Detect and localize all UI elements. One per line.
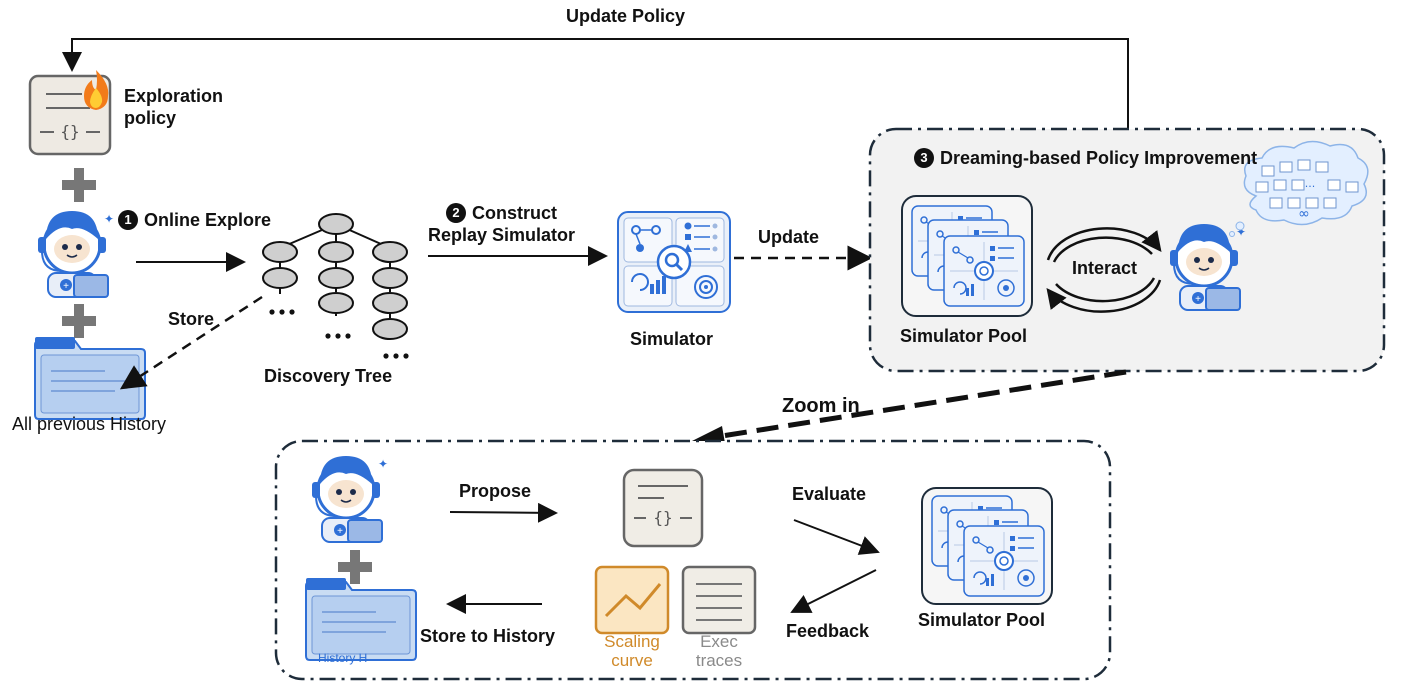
zoom-in-label: Zoom in	[782, 395, 860, 417]
step-1-badge: 1	[118, 210, 138, 230]
exec-traces-label: Exec traces	[683, 632, 755, 670]
exploration-policy-line2: policy	[124, 107, 177, 128]
update-policy-label: Update Policy	[566, 6, 686, 26]
exploration-policy-label: Exploration policy	[124, 86, 223, 129]
zoom-simulator-pool-label: Simulator Pool	[918, 610, 1046, 630]
zoom-simulator-pool-icon	[921, 487, 1053, 605]
interact-cycle-arrows	[1046, 227, 1162, 313]
svg-text:∞: ∞	[1298, 206, 1310, 222]
plus-icon	[62, 304, 96, 338]
svg-text:{}: {}	[60, 122, 79, 141]
propose-label: Propose	[459, 481, 532, 501]
candidate-policy-icon	[622, 468, 704, 548]
zoom-panel	[274, 439, 1112, 681]
thought-cloud-icon: ··· ∞	[1229, 140, 1369, 237]
interact-label: Interact	[1072, 258, 1138, 278]
dreaming-title-text: Dreaming-based Policy Improvement	[940, 148, 1258, 168]
step-2-badge: 2	[446, 203, 466, 223]
simulator-pool-label: Simulator Pool	[900, 326, 1028, 346]
propose-arrow	[449, 502, 558, 523]
exploration-policy-line1: Exploration	[124, 86, 224, 106]
discovery-tree	[262, 213, 408, 340]
online-explore-text: Online Explore	[144, 210, 272, 230]
construct-line1: Construct	[472, 203, 557, 223]
exec-traces-icon	[681, 565, 757, 635]
feedback-label: Feedback	[786, 621, 870, 641]
update-policy-arrow	[62, 38, 1129, 128]
scaling-line2: curve	[611, 650, 653, 670]
construct-line2: Replay Simulator	[428, 224, 576, 245]
feedback-arrow	[790, 569, 877, 613]
store-to-history-label: Store to History	[420, 626, 556, 646]
fire-icon	[84, 70, 109, 110]
scaling-curve-label: Scaling curve	[596, 632, 668, 670]
store-label: Store	[168, 309, 215, 329]
history-h-label: History H	[318, 651, 368, 665]
all-previous-history-label: All previous History	[12, 414, 167, 434]
dreaming-title: 3 Dreaming-based Policy Improvement	[914, 148, 1257, 170]
history-h-folder-icon	[305, 577, 417, 661]
exec-line1: Exec	[700, 632, 738, 651]
svg-text:···: ···	[1305, 180, 1316, 193]
construct-replay-label: 2 Construct Replay Simulator	[428, 203, 575, 246]
agent-robot-icon	[36, 209, 116, 299]
step-3-badge: 3	[914, 148, 934, 168]
store-arrow	[119, 295, 263, 390]
simulator-pool-icon	[901, 195, 1033, 317]
plus-icon	[338, 550, 372, 584]
exec-line2: traces	[695, 650, 743, 670]
online-explore-label: 1 Online Explore	[118, 210, 271, 232]
scaling-curve-icon	[594, 565, 670, 635]
zoom-in-arrow	[721, 369, 1127, 439]
history-folder-icon	[34, 336, 146, 420]
simulator-label: Simulator	[630, 329, 714, 349]
update-label: Update	[758, 227, 820, 247]
evaluate-arrow	[793, 519, 880, 555]
scaling-line1: Scaling	[604, 632, 660, 651]
simulator-icon	[617, 211, 731, 313]
discovery-tree-label: Discovery Tree	[264, 366, 393, 386]
tree-ellipsis	[269, 309, 409, 359]
evaluate-label: Evaluate	[792, 484, 867, 504]
plus-icon	[62, 168, 96, 202]
